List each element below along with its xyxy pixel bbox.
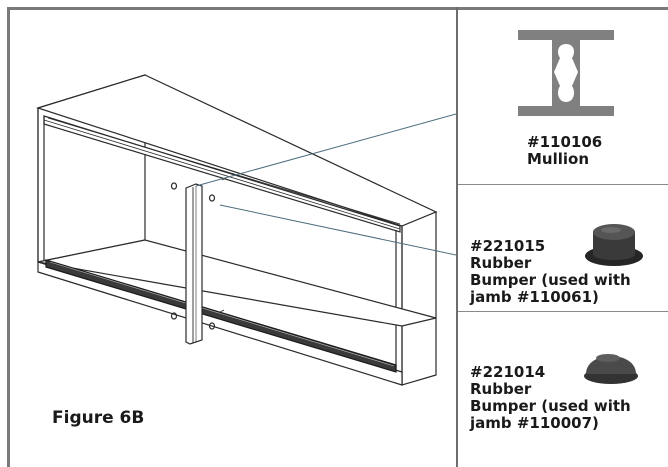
part-number-mullion: #110106 — [527, 133, 603, 151]
part-desc-bumper-221014: Bumper (used with — [470, 397, 631, 415]
part-desc-bumper-221015: Bumper (used with — [470, 271, 631, 289]
bumper-hole-upper-right — [208, 194, 216, 202]
bumper-hole-upper-left — [170, 182, 178, 190]
bumper-hole-lower-left — [170, 312, 178, 320]
panel-divider-horizontal-2 — [458, 311, 668, 312]
frame-border-left — [7, 7, 10, 467]
panel-divider-vertical — [456, 7, 458, 467]
part-number-bumper-221015: #221015 — [470, 237, 546, 255]
part-jamb-bumper-221015: jamb #110061) — [470, 288, 599, 306]
leader-line-mullion — [195, 113, 456, 187]
part-name-bumper-221015: Rubber — [470, 254, 532, 272]
leader-line-bumper — [219, 204, 456, 256]
part-number-bumper-221014: #221014 — [470, 363, 546, 381]
panel-divider-horizontal-1 — [458, 184, 668, 185]
figure-title: Figure 6B — [52, 408, 145, 428]
frame-border-top — [7, 7, 668, 10]
mullion-profile-icon — [518, 30, 614, 116]
lower-track — [45, 259, 397, 373]
bumper-hole-lower-right — [208, 322, 216, 330]
part-jamb-bumper-221014: jamb #110007) — [470, 414, 599, 432]
cabinet-right-side-panel — [401, 211, 437, 386]
part-name-bumper-221014: Rubber — [470, 380, 532, 398]
rubber-bumper-short-icon — [584, 354, 638, 384]
cabinet-assembly-drawing — [36, 74, 456, 386]
mullion-post — [185, 183, 203, 345]
cabinet-bottom-panel — [37, 239, 437, 327]
rubber-bumper-tall-icon — [585, 224, 643, 266]
part-name-mullion: Mullion — [527, 150, 590, 168]
